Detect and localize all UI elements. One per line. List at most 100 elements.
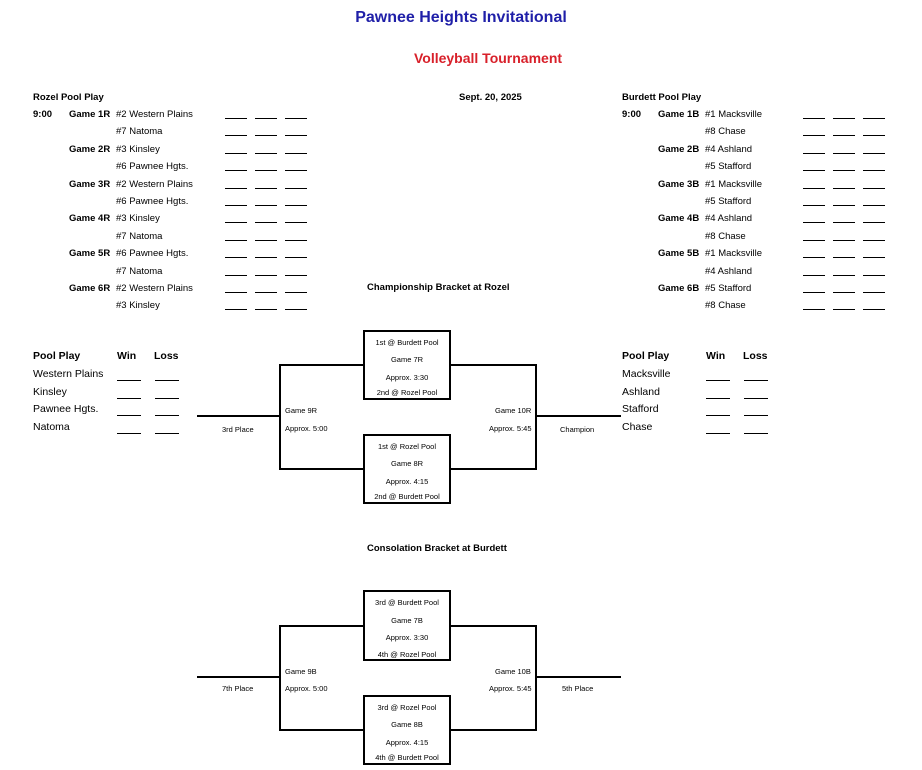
standings-team: Stafford bbox=[622, 403, 659, 415]
burdett-team: #1 Macksville bbox=[705, 178, 763, 190]
rozel-team: #7 Natoma bbox=[116, 230, 163, 242]
burdett-game-label: Game 2B bbox=[658, 143, 700, 155]
score-blank bbox=[833, 205, 855, 206]
rozel-team: #3 Kinsley bbox=[116, 213, 160, 225]
rozel-game-label: Game 4R bbox=[69, 213, 111, 225]
bracket-line bbox=[535, 625, 537, 731]
box-line: 1st @ Rozel Pool bbox=[377, 442, 437, 451]
score-blank bbox=[863, 205, 885, 206]
score-blank bbox=[803, 239, 825, 241]
score-blank bbox=[285, 135, 307, 137]
score-blank bbox=[803, 309, 825, 311]
page-subtitle: Volleyball Tournament bbox=[413, 50, 563, 66]
score-blank bbox=[255, 170, 277, 172]
score-blank bbox=[863, 187, 885, 189]
page-title: Pawnee Heights Invitational bbox=[355, 9, 567, 26]
score-blank bbox=[803, 170, 825, 172]
box-line: Game 7R bbox=[390, 355, 424, 364]
score-blank bbox=[803, 274, 825, 276]
score-blank bbox=[225, 274, 247, 276]
score-blank bbox=[803, 187, 825, 189]
win-blank bbox=[117, 397, 141, 399]
box-line: Approx. 3:30 bbox=[385, 633, 429, 642]
score-blank bbox=[225, 309, 247, 311]
rozel-pool-heading: Rozel Pool Play bbox=[33, 92, 104, 103]
win-blank bbox=[706, 397, 730, 399]
score-blank bbox=[255, 135, 277, 137]
consolation-game-8b-box: 3rd @ Rozel Pool Game 8B Approx. 4:15 4t… bbox=[363, 695, 451, 765]
bracket-line bbox=[279, 364, 281, 470]
score-blank bbox=[225, 205, 247, 206]
score-blank bbox=[255, 187, 277, 189]
rozel-team: #2 Western Plains bbox=[116, 283, 193, 294]
consolation-fifth-place: 5th Place bbox=[562, 684, 594, 693]
score-blank bbox=[225, 118, 247, 119]
score-blank bbox=[803, 152, 825, 154]
bracket-line bbox=[450, 364, 537, 366]
score-blank bbox=[225, 152, 247, 154]
burdett-team: #4 Ashland bbox=[705, 213, 753, 225]
score-blank bbox=[225, 292, 247, 293]
score-blank bbox=[863, 292, 885, 293]
box-line: Game 7B bbox=[391, 616, 423, 625]
standings-left-loss: Loss bbox=[154, 350, 179, 362]
score-blank bbox=[285, 257, 307, 259]
score-blank bbox=[255, 257, 277, 259]
score-blank bbox=[803, 205, 825, 206]
box-line: 3rd @ Burdett Pool bbox=[375, 598, 439, 607]
championship-champion: Champion bbox=[560, 425, 595, 434]
burdett-team: #5 Stafford bbox=[705, 283, 752, 294]
championship-right-time: Approx. 5:45 bbox=[489, 424, 532, 433]
score-blank bbox=[863, 152, 885, 154]
rozel-team: #6 Pawnee Hgts. bbox=[116, 248, 189, 260]
consolation-heading: Consolation Bracket at Burdett bbox=[367, 543, 507, 554]
championship-heading: Championship Bracket at Rozel bbox=[367, 282, 510, 293]
rozel-game-label: Game 1R bbox=[69, 109, 111, 120]
score-blank bbox=[833, 309, 855, 311]
bracket-line bbox=[279, 625, 364, 627]
score-blank bbox=[255, 239, 277, 241]
burdett-team: #5 Stafford bbox=[705, 196, 752, 207]
score-blank bbox=[833, 274, 855, 276]
standings-team: Pawnee Hgts. bbox=[33, 403, 99, 415]
score-blank bbox=[863, 257, 885, 259]
win-blank bbox=[117, 432, 141, 434]
bracket-line bbox=[279, 625, 281, 731]
consolation-right-game: Game 10B bbox=[495, 667, 531, 676]
box-line: Game 8B bbox=[391, 720, 423, 729]
score-blank bbox=[285, 170, 307, 172]
score-blank bbox=[863, 170, 885, 172]
loss-blank bbox=[155, 415, 179, 416]
burdett-pool-heading: Burdett Pool Play bbox=[622, 92, 702, 103]
bracket-line bbox=[450, 468, 537, 470]
rozel-team: #3 Kinsley bbox=[116, 143, 160, 155]
box-line: 1st @ Burdett Pool bbox=[375, 338, 439, 347]
standings-team: Western Plains bbox=[33, 368, 104, 380]
rozel-team: #7 Natoma bbox=[116, 265, 163, 277]
box-line: 3rd @ Rozel Pool bbox=[377, 703, 437, 712]
rozel-team: #2 Western Plains bbox=[116, 178, 193, 190]
score-blank bbox=[833, 135, 855, 137]
burdett-team: #8 Chase bbox=[705, 230, 746, 242]
box-line: 2nd @ Burdett Pool bbox=[374, 492, 440, 501]
consolation-left-game: Game 9B bbox=[285, 667, 317, 676]
rozel-team: #6 Pawnee Hgts. bbox=[116, 161, 189, 173]
score-blank bbox=[833, 292, 855, 293]
bracket-line bbox=[535, 676, 621, 678]
burdett-team: #8 Chase bbox=[705, 126, 746, 138]
rozel-game-label: Game 2R bbox=[69, 143, 111, 155]
championship-left-game: Game 9R bbox=[285, 406, 318, 415]
rozel-team: #3 Kinsley bbox=[116, 300, 160, 312]
score-blank bbox=[225, 222, 247, 224]
score-blank bbox=[803, 292, 825, 293]
bracket-line bbox=[279, 364, 364, 366]
bracket-line bbox=[450, 729, 537, 731]
score-blank bbox=[255, 205, 277, 206]
score-blank bbox=[863, 118, 885, 119]
standings-team: Ashland bbox=[622, 385, 660, 398]
loss-blank bbox=[155, 432, 179, 434]
score-blank bbox=[833, 187, 855, 189]
box-line: 4th @ Rozel Pool bbox=[377, 650, 437, 659]
score-blank bbox=[225, 170, 247, 172]
rozel-game-label: Game 5R bbox=[69, 248, 111, 260]
